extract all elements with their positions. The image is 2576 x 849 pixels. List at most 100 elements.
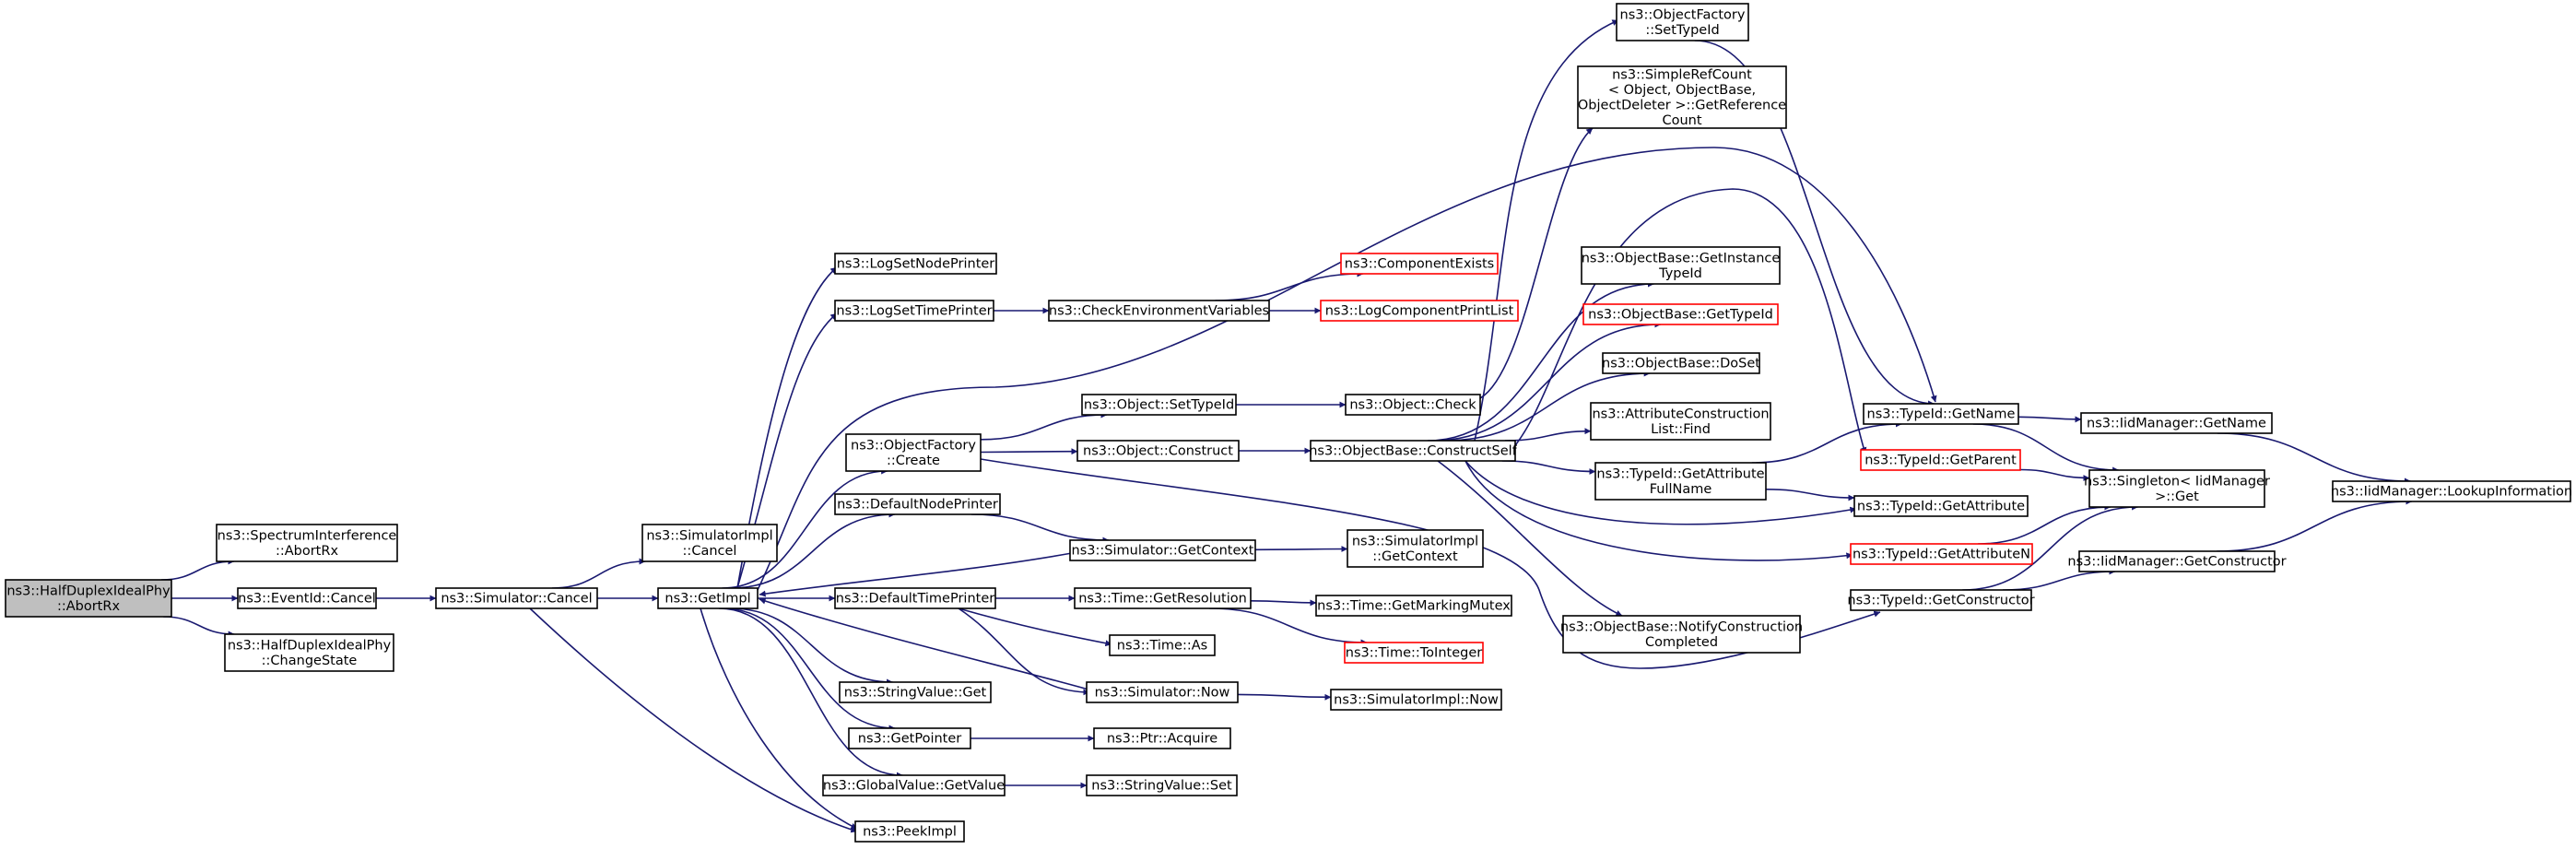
node-typeid_getname[interactable]: ns3::TypeId::GetName xyxy=(1863,403,2019,425)
node-globalvalue_get[interactable]: ns3::GlobalValue::GetValue xyxy=(822,774,1006,796)
node-box[interactable] xyxy=(2078,550,2276,572)
node-ptr_acquire[interactable]: ns3::Ptr::Acquire xyxy=(1093,727,1231,749)
node-box[interactable] xyxy=(1315,595,1512,617)
node-time_getresolution[interactable]: ns3::Time::GetResolution xyxy=(1074,587,1252,609)
node-box[interactable] xyxy=(657,587,759,609)
node-box[interactable] xyxy=(1590,402,1771,441)
node-box[interactable] xyxy=(1074,587,1252,609)
node-box[interactable] xyxy=(1853,495,2029,517)
node-box[interactable] xyxy=(2080,412,2273,434)
node-spectrum_abortrx[interactable]: ns3::SpectrumInterference::AbortRx xyxy=(216,524,398,562)
node-time_as[interactable]: ns3::Time::As xyxy=(1109,634,1216,656)
node-iidmanager_getname[interactable]: ns3::IidManager::GetName xyxy=(2080,412,2273,434)
node-box[interactable] xyxy=(834,300,994,322)
node-simplerefcount[interactable]: ns3::SimpleRefCount< Object, ObjectBase,… xyxy=(1577,65,1787,129)
node-box[interactable] xyxy=(1863,403,2019,425)
node-stringvalue_get[interactable]: ns3::StringValue::Get xyxy=(839,681,992,703)
node-obj_check[interactable]: ns3::Object::Check xyxy=(1345,394,1481,416)
node-abortrx[interactable]: ns3::HalfDuplexIdealPhy::AbortRx xyxy=(5,579,172,618)
node-box[interactable] xyxy=(839,681,992,703)
node-box[interactable] xyxy=(1577,65,1787,129)
node-getpointer[interactable]: ns3::GetPointer xyxy=(848,727,971,749)
node-sim_now[interactable]: ns3::Simulator::Now xyxy=(1086,681,1239,703)
node-box[interactable] xyxy=(435,587,598,609)
node-box[interactable] xyxy=(1602,352,1760,374)
node-box[interactable] xyxy=(834,253,997,275)
node-box[interactable] xyxy=(848,727,971,749)
node-changestate[interactable]: ns3::HalfDuplexIdealPhy::ChangeState xyxy=(224,633,394,672)
node-sim_cancel[interactable]: ns3::Simulator::Cancel xyxy=(435,587,598,609)
node-box[interactable] xyxy=(1581,246,1781,285)
node-box[interactable] xyxy=(822,774,1006,796)
node-obj_settypeid[interactable]: ns3::Object::SetTypeId xyxy=(1081,394,1237,416)
node-typeid_getparent[interactable]: ns3::TypeId::GetParent xyxy=(1860,449,2021,471)
node-box[interactable] xyxy=(1109,634,1216,656)
node-typeid_getattributen[interactable]: ns3::TypeId::GetAttributeN xyxy=(1850,543,2033,565)
node-box[interactable] xyxy=(1582,303,1779,325)
node-box[interactable] xyxy=(1081,394,1237,416)
node-simimpl_now[interactable]: ns3::SimulatorImpl::Now xyxy=(1330,689,1502,711)
node-box[interactable] xyxy=(1850,543,2033,565)
node-box[interactable] xyxy=(834,493,1001,515)
node-obj_construct[interactable]: ns3::Object::Construct xyxy=(1076,440,1240,462)
node-simimpl_getcontext[interactable]: ns3::SimulatorImpl::GetContext xyxy=(1347,529,1484,568)
node-box[interactable] xyxy=(2088,469,2265,508)
node-box[interactable] xyxy=(224,633,394,672)
node-box[interactable] xyxy=(1340,253,1499,275)
node-time_tointeger[interactable]: ns3::Time::ToInteger xyxy=(1344,642,1484,664)
node-box[interactable] xyxy=(216,524,398,562)
node-logsetnode[interactable]: ns3::LogSetNodePrinter xyxy=(834,253,997,275)
node-box[interactable] xyxy=(237,587,377,609)
node-getimpl[interactable]: ns3::GetImpl xyxy=(657,587,759,609)
node-box[interactable] xyxy=(1086,681,1239,703)
node-defaulttime[interactable]: ns3::DefaultTimePrinter xyxy=(834,587,996,609)
node-eventid_cancel[interactable]: ns3::EventId::Cancel xyxy=(237,587,377,609)
node-box[interactable] xyxy=(641,524,778,562)
node-box[interactable] xyxy=(1069,539,1256,561)
node-box[interactable] xyxy=(1310,440,1516,462)
node-typeid_getconstructor[interactable]: ns3::TypeId::GetConstructor xyxy=(1847,589,2035,611)
node-box[interactable] xyxy=(1594,462,1767,501)
node-box[interactable] xyxy=(1850,589,2032,611)
node-box[interactable] xyxy=(1347,529,1484,568)
node-box[interactable] xyxy=(1086,774,1238,796)
node-objfactory_create[interactable]: ns3::ObjectFactory::Create xyxy=(845,433,982,472)
node-notifyconstruction[interactable]: ns3::ObjectBase::NotifyConstructionCompl… xyxy=(1560,615,1803,654)
node-objbase_gettypeid[interactable]: ns3::ObjectBase::GetTypeId xyxy=(1582,303,1779,325)
node-sim_getcontext[interactable]: ns3::Simulator::GetContext xyxy=(1069,539,1256,561)
node-box[interactable] xyxy=(1048,300,1270,322)
node-logsettime[interactable]: ns3::LogSetTimePrinter xyxy=(834,300,994,322)
node-logcomponentprintlist[interactable]: ns3::LogComponentPrintList xyxy=(1320,300,1519,322)
node-time_getmarkingmutex[interactable]: ns3::Time::GetMarkingMutex xyxy=(1315,595,1512,617)
node-singleton_get[interactable]: ns3::Singleton< IidManager>::Get xyxy=(2084,469,2270,508)
node-typeid_getattribute[interactable]: ns3::TypeId::GetAttribute xyxy=(1853,495,2029,517)
node-checkenv[interactable]: ns3::CheckEnvironmentVariables xyxy=(1048,300,1270,322)
node-objbase_doset[interactable]: ns3::ObjectBase::DoSet xyxy=(1602,352,1760,374)
node-objfactory_settypeid[interactable]: ns3::ObjectFactory::SetTypeId xyxy=(1616,3,1749,41)
node-box[interactable] xyxy=(1344,642,1484,664)
node-constructself[interactable]: ns3::ObjectBase::ConstructSelf xyxy=(1309,440,1518,462)
node-box[interactable] xyxy=(1320,300,1519,322)
node-box[interactable] xyxy=(1860,449,2021,471)
node-stringvalue_set[interactable]: ns3::StringValue::Set xyxy=(1086,774,1238,796)
node-simimpl_cancel[interactable]: ns3::SimulatorImpl::Cancel xyxy=(641,524,778,562)
node-box[interactable] xyxy=(834,587,996,609)
node-iidmanager_lookup[interactable]: ns3::IidManager::LookupInformation xyxy=(2331,480,2572,502)
node-box[interactable] xyxy=(845,433,982,472)
node-peekimpl[interactable]: ns3::PeekImpl xyxy=(854,820,965,843)
node-iidmanager_getconstructor[interactable]: ns3::IidManager::GetConstructor xyxy=(2067,550,2287,572)
node-box[interactable] xyxy=(1616,3,1749,41)
node-box[interactable] xyxy=(1076,440,1240,462)
node-box[interactable] xyxy=(1562,615,1801,654)
node-box[interactable] xyxy=(1093,727,1231,749)
node-box[interactable] xyxy=(5,579,172,618)
node-defaultnode[interactable]: ns3::DefaultNodePrinter xyxy=(834,493,1001,515)
node-box[interactable] xyxy=(1345,394,1481,416)
node-componentexists[interactable]: ns3::ComponentExists xyxy=(1340,253,1499,275)
node-box[interactable] xyxy=(854,820,965,843)
node-box[interactable] xyxy=(2332,480,2571,502)
node-box[interactable] xyxy=(1330,689,1502,711)
